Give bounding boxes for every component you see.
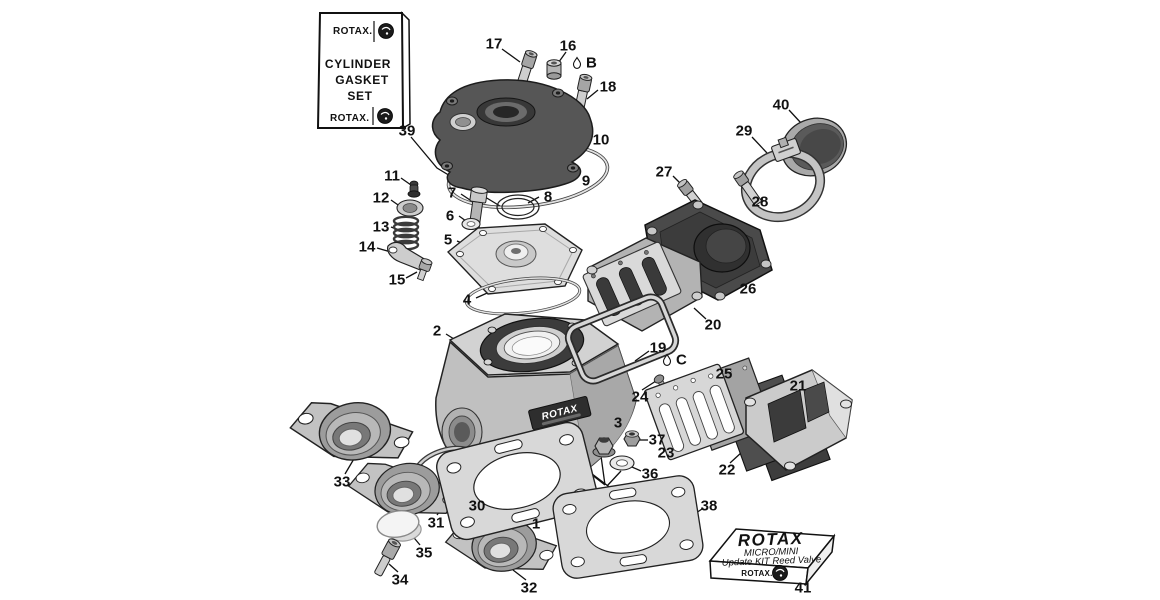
callout-34: 34 (392, 572, 409, 589)
callout-39: 39 (399, 123, 416, 140)
head-screw-17 (515, 50, 538, 89)
package-title-line1: CYLINDER (325, 57, 391, 71)
dome-oring-4 (464, 276, 582, 316)
callout-28: 28 (752, 194, 769, 211)
cylinder-head (431, 79, 594, 194)
callout-35: 35 (416, 545, 433, 562)
spring-13 (392, 215, 420, 251)
reed-gasket-19 (564, 293, 680, 385)
callout-29: 29 (736, 123, 753, 140)
lube-mark-B: B (572, 55, 597, 72)
oil-drop-icon (572, 56, 582, 70)
callout-20: 20 (705, 317, 722, 334)
lube-letter-B: B (586, 55, 597, 72)
callout-41: 41 (795, 580, 812, 597)
callout-2: 2 (433, 323, 441, 340)
callout-11: 11 (384, 168, 400, 185)
bracket-screw-15 (416, 258, 433, 282)
package-brand-bottom: ROTAX. (330, 113, 369, 124)
callout-36: 36 (642, 466, 659, 483)
reed-block-21 (744, 368, 853, 471)
gasket-set-package: ROTAX. CYLINDER GASKET SET ROTAX. (316, 11, 411, 130)
callout-16: 16 (560, 38, 577, 55)
package-title-line3: SET (347, 89, 372, 103)
callout-22: 22 (719, 462, 736, 479)
rotax-roundel-icon (771, 564, 789, 582)
hex-nut-37 (623, 430, 641, 447)
flange-nut-3 (592, 437, 616, 458)
callout-38: 38 (701, 498, 718, 515)
callout-31: 31 (428, 515, 445, 532)
oring-8 (496, 194, 540, 220)
head-insert-dome-5 (446, 223, 583, 295)
callout-27: 27 (656, 164, 673, 181)
exhaust-sleeve-35 (376, 509, 422, 542)
lube-letter-C: C (676, 352, 687, 369)
callout-8: 8 (544, 189, 552, 206)
callout-17: 17 (486, 36, 503, 53)
callout-9: 9 (582, 173, 590, 190)
callout-4: 4 (463, 292, 472, 309)
callout-14: 14 (359, 239, 376, 256)
kit-subtitle: MICRO/MINI (744, 546, 799, 559)
kit-side-brand: ROTAX. (741, 569, 772, 578)
oil-drop-icon (662, 353, 672, 367)
manifold-screw-28 (733, 170, 763, 207)
callout-10: 10 (593, 132, 610, 149)
callout-33: 33 (334, 474, 351, 491)
update-kit-box: ROTAX MICRO/MINI Update KIT Reed Valve R… (708, 528, 836, 587)
callout-30: 30 (469, 498, 486, 515)
callout-21: 21 (790, 378, 807, 395)
callout-18: 18 (600, 79, 617, 96)
callout-15: 15 (389, 272, 406, 289)
callout-13: 13 (373, 219, 390, 236)
callout-3: 3 (614, 415, 622, 432)
flat-washer-36 (609, 455, 635, 471)
washer-6 (461, 217, 481, 231)
callout-7: 7 (448, 185, 456, 202)
callout-12: 12 (373, 190, 390, 207)
reed-stopper-23 (643, 363, 745, 461)
callout-40: 40 (773, 97, 790, 114)
lube-mark-C: C (662, 352, 687, 369)
callout-1: 1 (532, 516, 540, 533)
valve-pin-11 (407, 180, 421, 198)
callout-19: 19 (650, 340, 667, 357)
callout-32: 32 (521, 580, 538, 597)
package-title-line2: GASKET (335, 73, 389, 87)
rotax-roundel-icon (377, 22, 395, 40)
package-brand-top: ROTAX. (333, 26, 372, 37)
callout-23: 23 (658, 445, 675, 462)
callout-26: 26 (740, 281, 757, 298)
kit-subtitle2: Update KIT Reed Valve (722, 554, 822, 568)
spacer-16 (546, 59, 562, 80)
rotax-roundel-icon (376, 107, 394, 125)
hose-clamp-29 (740, 136, 826, 223)
callout-37: 37 (649, 432, 666, 449)
head-bolt-lugs (441, 88, 579, 173)
socket-bolt-34 (374, 538, 401, 577)
callout-5: 5 (444, 232, 452, 249)
spring-cup-12 (396, 199, 424, 217)
callout-25: 25 (716, 366, 733, 383)
callout-6: 6 (446, 208, 454, 225)
callout-24: 24 (632, 389, 649, 406)
lube-marks: BC (572, 55, 687, 369)
kit-brand: ROTAX (737, 529, 804, 550)
